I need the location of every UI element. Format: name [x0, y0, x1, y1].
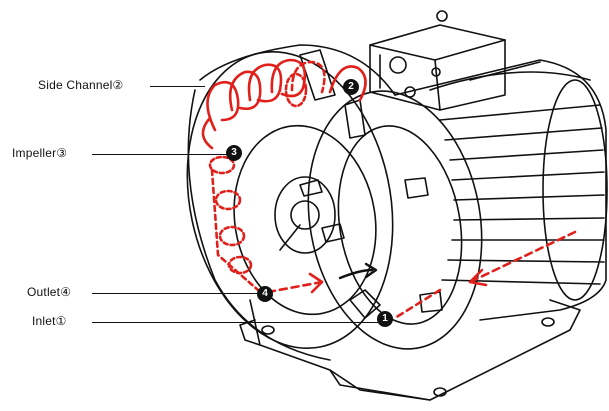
side-channel-spiral [201, 58, 367, 292]
motor-housing [394, 59, 608, 321]
label-impeller: Impeller③ [12, 146, 68, 160]
label-outlet: Outlet④ [27, 285, 72, 299]
inlet-arrowhead [468, 268, 488, 287]
leader-outlet [92, 293, 258, 294]
blower-housing [186, 44, 483, 361]
leader-side-channel [150, 86, 205, 87]
marker-impeller: 3 [226, 145, 242, 161]
marker-side-channel: 2 [343, 79, 359, 95]
marker-outlet: 4 [257, 286, 273, 302]
outlet-flow-arrow [266, 280, 324, 294]
leader-impeller [92, 154, 227, 155]
label-inlet: Inlet① [32, 314, 67, 328]
marker-inlet: 1 [377, 311, 393, 327]
leader-inlet [92, 322, 378, 323]
label-side-channel: Side Channel② [38, 78, 124, 92]
blower-base [239, 299, 581, 401]
inlet-flow-arrow [468, 230, 577, 284]
